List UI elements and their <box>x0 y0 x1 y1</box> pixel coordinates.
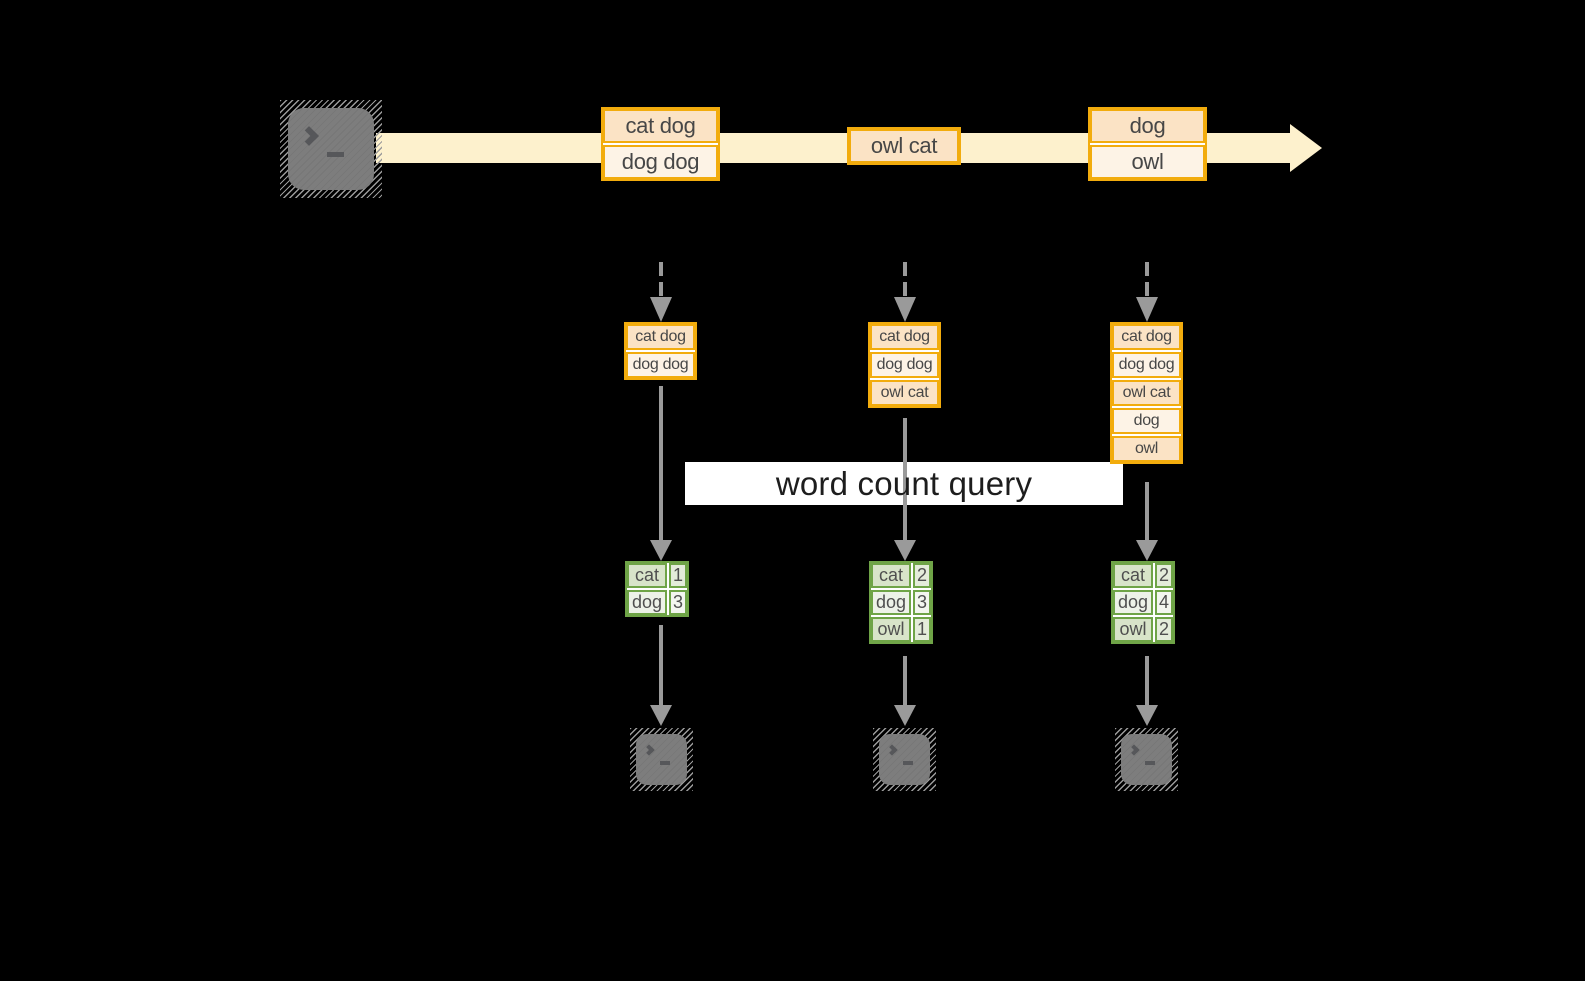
query-arrow-2 <box>903 418 907 540</box>
query-arrow-2-head <box>894 540 916 561</box>
prompt-chevron-icon <box>643 744 655 756</box>
batch-line: owl cat <box>870 380 939 406</box>
event-line: owl cat <box>849 129 959 163</box>
count-cell: 4 <box>1155 590 1173 615</box>
count-cell: 3 <box>669 590 687 615</box>
micro-batch-1: cat dog dog dog <box>624 322 697 380</box>
output-terminal-icon-1 <box>630 728 693 791</box>
batch-line: dog dog <box>626 352 695 378</box>
count-cell: 2 <box>1155 563 1173 588</box>
prompt-chevron-icon <box>886 744 898 756</box>
dashed-arrow-1 <box>659 262 663 297</box>
word-cell: owl <box>1113 617 1153 642</box>
word-cell: dog <box>1113 590 1153 615</box>
query-arrow-1 <box>659 386 663 540</box>
event-line: dog dog <box>603 145 718 179</box>
prompt-underscore-icon <box>1145 761 1155 765</box>
prompt-underscore-icon <box>660 761 670 765</box>
output-arrow-1 <box>659 625 663 705</box>
batch-line: owl <box>1112 436 1181 462</box>
prompt-chevron-icon <box>299 126 319 146</box>
dashed-arrow-2-head <box>894 297 916 322</box>
count-cell: 1 <box>669 563 687 588</box>
query-arrow-1-head <box>650 540 672 561</box>
output-arrow-3-head <box>1136 705 1158 726</box>
batch-line: cat dog <box>626 324 695 350</box>
output-arrow-3 <box>1145 656 1149 705</box>
count-cell: 2 <box>913 563 931 588</box>
batch-line: dog dog <box>870 352 939 378</box>
micro-batch-2: cat dog dog dog owl cat <box>868 322 941 408</box>
dashed-arrow-2 <box>903 262 907 297</box>
prompt-underscore-icon <box>327 152 344 157</box>
word-cell: cat <box>1113 563 1153 588</box>
output-arrow-2 <box>903 656 907 705</box>
wordcount-table-1: cat 1 dog 3 <box>625 561 689 617</box>
word-cell: owl <box>871 617 911 642</box>
query-banner-label: word count query <box>775 464 1033 502</box>
timeline-arrow-head <box>1290 124 1322 172</box>
output-arrow-2-head <box>894 705 916 726</box>
word-cell: dog <box>871 590 911 615</box>
prompt-chevron-icon <box>1128 744 1140 756</box>
output-arrow-1-head <box>650 705 672 726</box>
word-cell: dog <box>627 590 667 615</box>
micro-batch-3: cat dog dog dog owl cat dog owl <box>1110 322 1183 464</box>
source-terminal-icon <box>280 100 382 198</box>
event-line: dog <box>1090 109 1205 143</box>
batch-line: dog <box>1112 408 1181 434</box>
timeline-batch-2: owl cat <box>847 127 961 165</box>
wordcount-table-2: cat 2 dog 3 owl 1 <box>869 561 933 644</box>
query-arrow-3-head <box>1136 540 1158 561</box>
output-terminal-icon-2 <box>873 728 936 791</box>
batch-line: cat dog <box>870 324 939 350</box>
count-cell: 1 <box>913 617 931 642</box>
event-line: cat dog <box>603 109 718 143</box>
batch-line: dog dog <box>1112 352 1181 378</box>
prompt-underscore-icon <box>903 761 913 765</box>
query-arrow-3 <box>1145 482 1149 540</box>
timeline-batch-3: dog owl <box>1088 107 1207 181</box>
batch-line: cat dog <box>1112 324 1181 350</box>
output-terminal-icon-3 <box>1115 728 1178 791</box>
event-line: owl <box>1090 145 1205 179</box>
dashed-arrow-3 <box>1145 262 1149 297</box>
count-cell: 3 <box>913 590 931 615</box>
word-cell: cat <box>627 563 667 588</box>
dashed-arrow-1-head <box>650 297 672 322</box>
timeline-batch-1: cat dog dog dog <box>601 107 720 181</box>
word-cell: cat <box>871 563 911 588</box>
batch-line: owl cat <box>1112 380 1181 406</box>
dashed-arrow-3-head <box>1136 297 1158 322</box>
count-cell: 2 <box>1155 617 1173 642</box>
wordcount-table-3: cat 2 dog 4 owl 2 <box>1111 561 1175 644</box>
